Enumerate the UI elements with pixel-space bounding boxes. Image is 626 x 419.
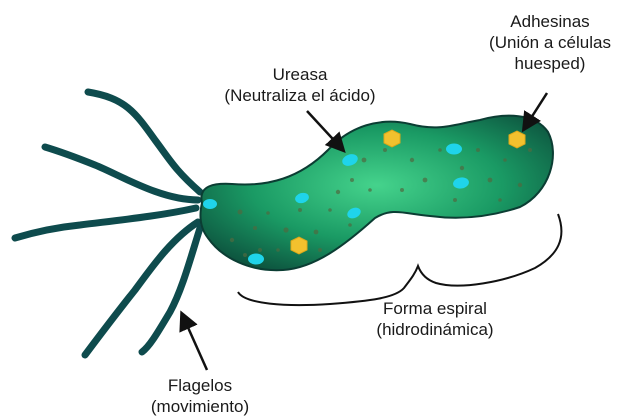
label-flagelos: Flagelos (movimiento) xyxy=(120,375,280,417)
label-forma-espiral: Forma espiral (hidrodinámica) xyxy=(320,298,550,340)
adhesinas-line2: (Unión a células xyxy=(460,32,626,53)
flagelos-subtitle: (movimiento) xyxy=(120,396,280,417)
forma-title: Forma espiral xyxy=(320,298,550,319)
forma-subtitle: (hidrodinámica) xyxy=(320,319,550,340)
ureasa-subtitle: (Neutraliza el ácido) xyxy=(190,85,410,106)
ureasa-title: Ureasa xyxy=(190,64,410,85)
adhesinas-line3: huesped) xyxy=(460,53,626,74)
ureasa-dot xyxy=(248,254,264,265)
adhesina-hexagon xyxy=(384,130,400,147)
label-adhesinas: Adhesinas (Unión a células huesped) xyxy=(460,11,626,74)
flagelos-title: Flagelos xyxy=(120,375,280,396)
arrow-flagelos xyxy=(182,314,207,370)
adhesina-hexagon xyxy=(509,131,525,148)
adhesina-hexagon xyxy=(291,237,307,254)
arrow-ureasa xyxy=(307,111,343,150)
label-ureasa: Ureasa (Neutraliza el ácido) xyxy=(190,64,410,106)
bacterium-body xyxy=(200,116,553,270)
flagellum xyxy=(15,208,196,238)
flagellum xyxy=(45,147,198,200)
ureasa-dot xyxy=(203,199,217,209)
flagellum xyxy=(88,92,200,192)
adhesinas-title: Adhesinas xyxy=(460,11,626,32)
flagella xyxy=(15,92,200,355)
ureasa-dot xyxy=(446,144,462,155)
